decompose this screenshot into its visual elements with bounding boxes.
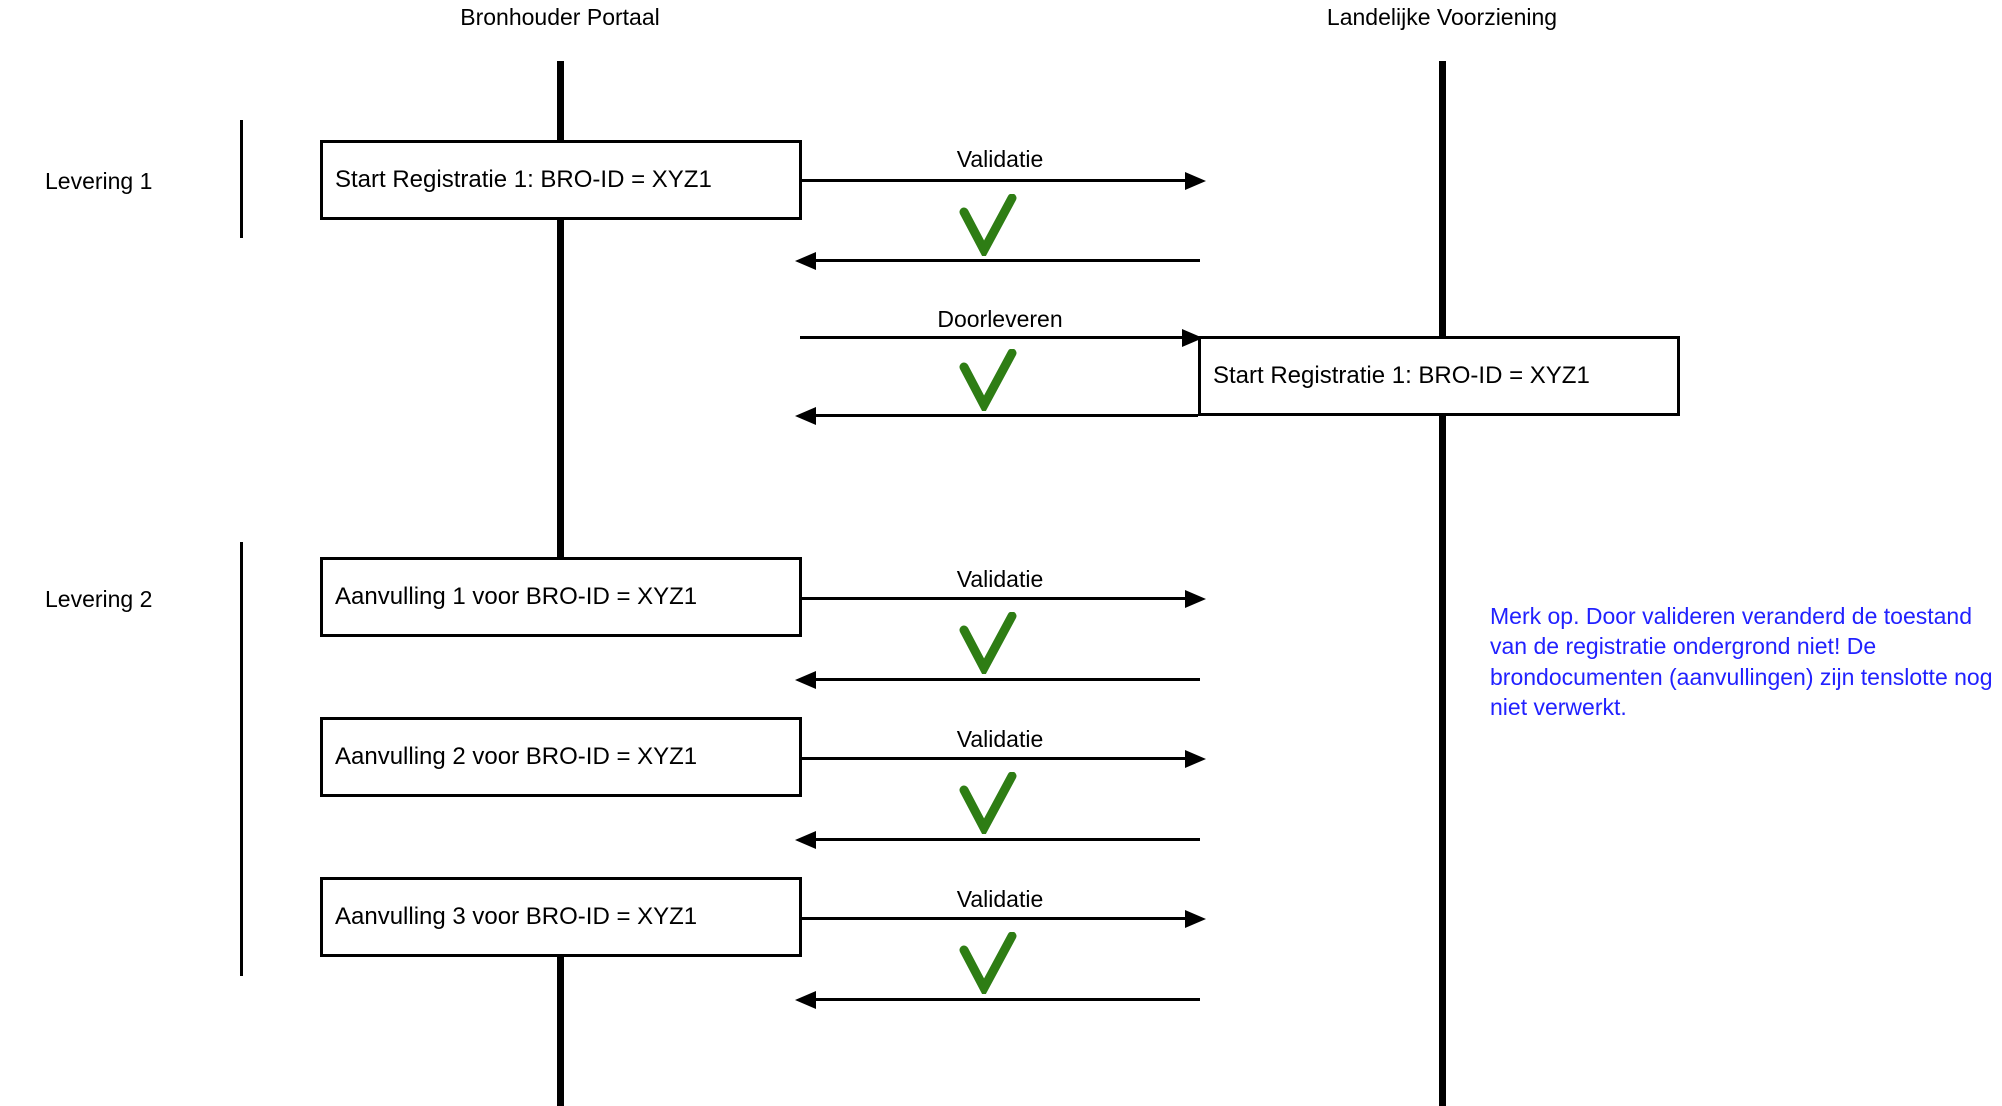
lifeline-bronhouder-seg-4: [557, 930, 564, 1106]
check-icon-doorleveren: [959, 349, 1017, 411]
message-label-doorleveren: Doorleveren: [937, 306, 1063, 332]
box-start-registratie-left[interactable]: Start Registratie 1: BRO-ID = XYZ1: [320, 140, 802, 220]
message-line-validatie-1-request: [800, 179, 1200, 182]
arrow-head-validatie-4-response-icon: [795, 991, 816, 1009]
message-line-validatie-3-response: [800, 838, 1200, 841]
arrow-head-validatie-3-request-icon: [1185, 750, 1206, 768]
group-bracket-levering-2: [240, 542, 243, 976]
box-aanvulling-3-label: Aanvulling 3 voor BRO-ID = XYZ1: [335, 903, 698, 930]
message-line-doorleveren-request: [800, 336, 1198, 339]
arrow-head-validatie-2-request-icon: [1185, 590, 1206, 608]
message-line-validatie-4-request: [800, 917, 1200, 920]
message-line-validatie-2-request: [800, 597, 1200, 600]
annotation-note: Merk op. Door valideren veranderd de toe…: [1490, 603, 1993, 721]
box-start-registratie-right-label: Start Registratie 1: BRO-ID = XYZ1: [1213, 362, 1590, 389]
message-label-validatie-1: Validatie: [956, 146, 1044, 172]
arrow-head-validatie-1-response-icon: [795, 252, 816, 270]
lifeline-bronhouder-seg-2: [557, 218, 564, 553]
box-aanvulling-2-label: Aanvulling 2 voor BRO-ID = XYZ1: [335, 743, 698, 770]
group-bracket-levering-1: [240, 120, 243, 238]
check-icon-validatie-4: [959, 932, 1017, 994]
box-aanvulling-2[interactable]: Aanvulling 2 voor BRO-ID = XYZ1: [320, 717, 802, 797]
lifeline-landelijke-seg-2: [1439, 415, 1446, 1106]
box-aanvulling-3[interactable]: Aanvulling 3 voor BRO-ID = XYZ1: [320, 877, 802, 957]
arrow-head-validatie-4-request-icon: [1185, 910, 1206, 928]
check-icon-validatie-1: [959, 194, 1017, 256]
lifeline-bronhouder-seg-3: [557, 548, 564, 558]
box-aanvulling-1-label: Aanvulling 1 voor BRO-ID = XYZ1: [335, 583, 698, 610]
arrow-head-validatie-1-request-icon: [1185, 172, 1206, 190]
lifeline-landelijke-seg-1: [1439, 61, 1446, 341]
arrow-head-validatie-2-response-icon: [795, 671, 816, 689]
arrow-head-doorleveren-request-icon: [1182, 329, 1203, 347]
arrow-head-validatie-3-response-icon: [795, 831, 816, 849]
group-label-levering-2: Levering 2: [45, 586, 153, 612]
box-start-registratie-left-label: Start Registratie 1: BRO-ID = XYZ1: [335, 166, 712, 193]
box-aanvulling-1[interactable]: Aanvulling 1 voor BRO-ID = XYZ1: [320, 557, 802, 637]
message-label-validatie-3: Validatie: [956, 726, 1044, 752]
check-icon-validatie-3: [959, 772, 1017, 834]
check-icon-validatie-2: [959, 612, 1017, 674]
box-start-registratie-right[interactable]: Start Registratie 1: BRO-ID = XYZ1: [1198, 336, 1680, 416]
message-line-validatie-4-response: [800, 998, 1200, 1001]
lifeline-title-landelijke: Landelijke Voorziening: [1326, 4, 1558, 30]
message-line-validatie-1-response: [800, 259, 1200, 262]
message-label-validatie-4: Validatie: [956, 886, 1044, 912]
arrow-head-doorleveren-response-icon: [795, 407, 816, 425]
lifeline-title-bronhouder: Bronhouder Portaal: [460, 4, 660, 30]
message-line-validatie-3-request: [800, 757, 1200, 760]
group-label-levering-1: Levering 1: [45, 168, 153, 194]
message-line-doorleveren-response: [800, 414, 1198, 417]
message-line-validatie-2-response: [800, 678, 1200, 681]
lifeline-bronhouder-seg-1: [557, 61, 564, 143]
message-label-validatie-2: Validatie: [956, 566, 1044, 592]
